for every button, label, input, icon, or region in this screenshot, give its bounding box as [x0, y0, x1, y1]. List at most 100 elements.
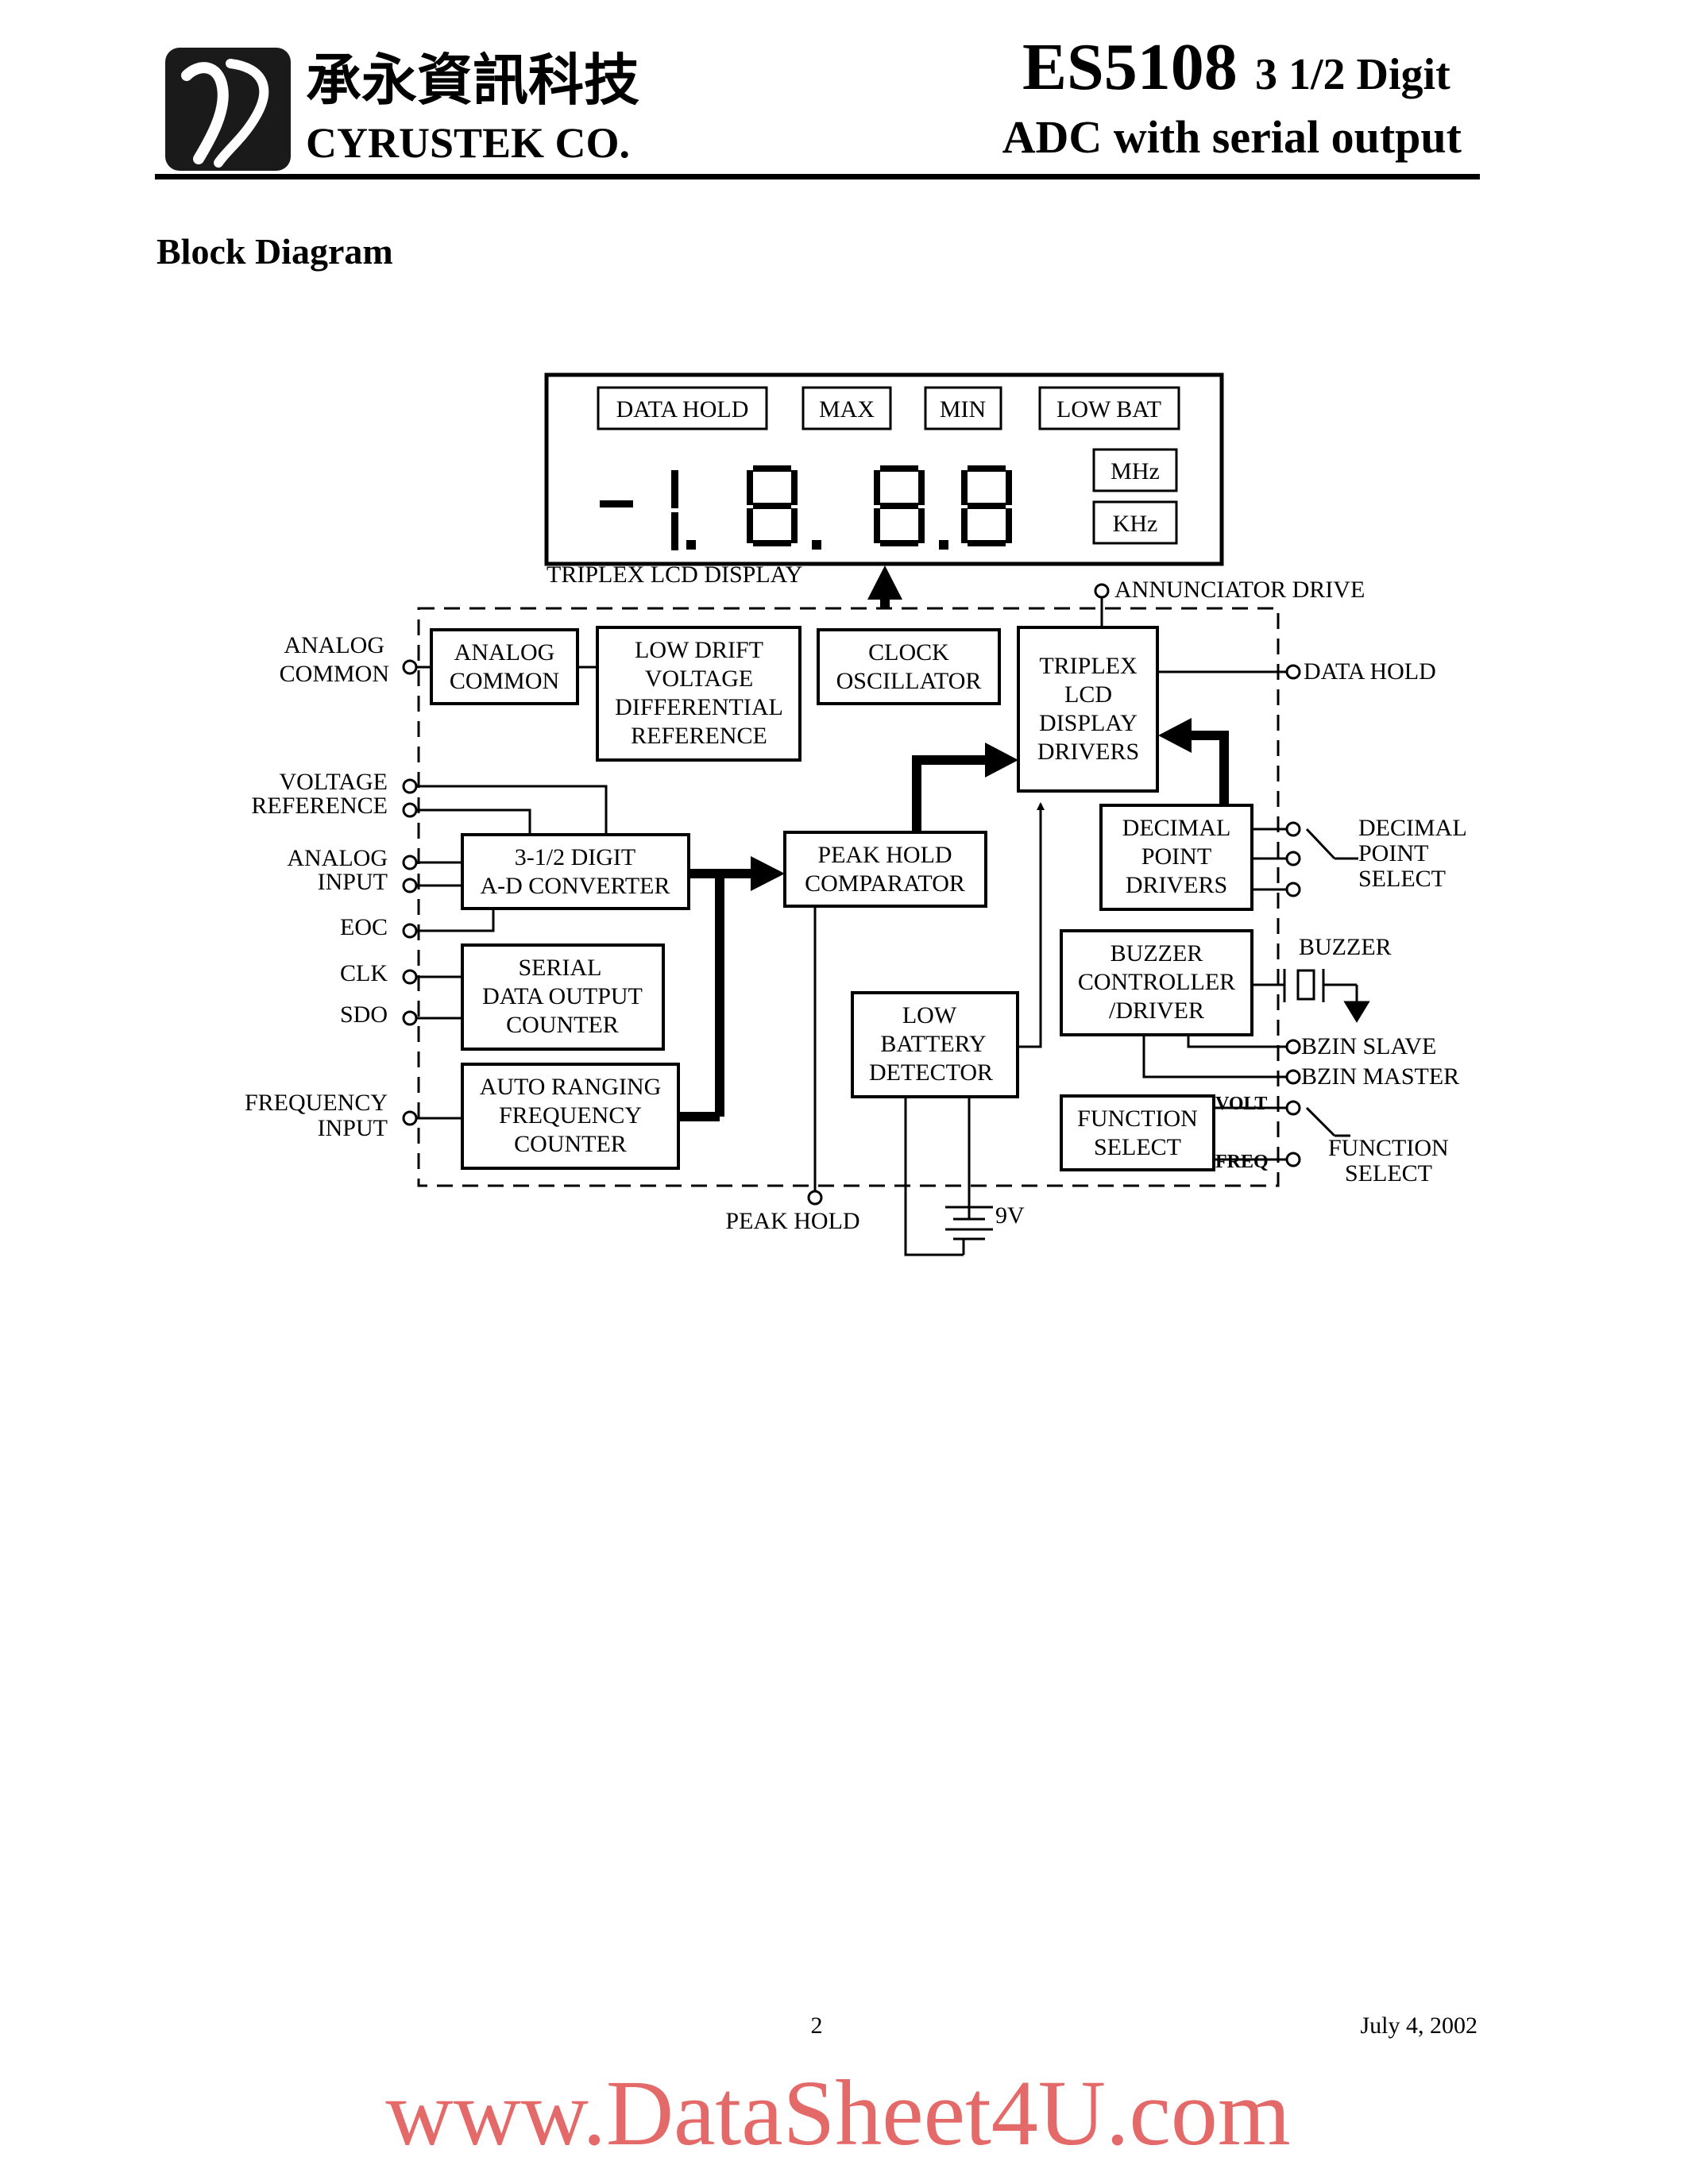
block-low-battery-line-2: BATTERY [880, 1031, 986, 1057]
pin-label-function-select-1: FUNCTION [1328, 1135, 1449, 1161]
watermark: www.DataSheet4U.com [385, 2061, 1290, 2165]
pin-label-frequency-input-1: FREQUENCY [245, 1090, 388, 1116]
pin-annunciator-drive [1094, 583, 1110, 599]
block-auto-ranging-line-3: COUNTER [514, 1131, 627, 1157]
block-auto-ranging-line-2: FREQUENCY [499, 1102, 642, 1129]
lcd-annunciator-mhz [1092, 448, 1178, 492]
block-peak-hold-line-1: PEAK HOLD [817, 842, 952, 868]
pin-label-freq: FREQ [1215, 1152, 1269, 1172]
pin-label-decimal-2: POINT [1358, 840, 1428, 866]
lcd-caption: TRIPLEX LCD DISPLAY [547, 561, 802, 588]
page-number: 2 [811, 2012, 823, 2039]
pin-label-voltage-reference-1: VOLTAGE [280, 769, 388, 795]
lcd-annunciator-low-bat [1038, 386, 1180, 430]
block-low-battery-line-3: DETECTOR [869, 1059, 993, 1086]
block-function-select-line-1: FUNCTION [1077, 1106, 1198, 1132]
pin-label-bzin-master: BZIN MASTER [1301, 1063, 1459, 1090]
block-serial-line-1: SERIAL [519, 955, 602, 981]
block-low-battery-line-1: LOW [902, 1002, 957, 1028]
pin-label-annunciator-drive: ANNUNCIATOR DRIVE [1114, 577, 1365, 603]
block-peak-hold-line-2: COMPARATOR [805, 870, 965, 897]
block-analog-common-line-1: ANALOG [454, 639, 555, 666]
lcd-annunciator-khz [1092, 500, 1178, 545]
part-number: ES5108 [1022, 30, 1238, 104]
pin-label-decimal-1: DECIMAL [1358, 815, 1467, 841]
pin-sdo [402, 1010, 418, 1026]
pin-analog-common [402, 659, 418, 675]
block-decimal-line-1: DECIMAL [1122, 815, 1231, 841]
pin-clk [402, 969, 418, 985]
signal-wires [410, 591, 1287, 1256]
pin-freq [1285, 1152, 1301, 1167]
pin-label-buzzer: BUZZER [1299, 934, 1392, 960]
battery-label: 9V [995, 1202, 1025, 1229]
pin-label-analog-common-1: ANALOG [284, 632, 384, 658]
pin-voltage-reference-1 [402, 778, 418, 794]
pin-label-bzin-slave: BZIN SLAVE [1301, 1033, 1436, 1059]
company-english-name: CYRUSTEK CO. [306, 119, 630, 167]
block-peak-hold-comparator [783, 831, 987, 908]
lcd-label-mhz: MHz [1111, 458, 1160, 484]
function-select-switch-icon [1305, 1106, 1350, 1137]
chip-boundary [417, 607, 1280, 1187]
pin-eoc [402, 923, 418, 939]
block-decimal-line-2: POINT [1141, 843, 1211, 870]
pin-label-sdo: SDO [340, 1001, 388, 1028]
pin-label-analog-input-2: INPUT [318, 869, 388, 895]
block-low-battery-detector [851, 991, 1019, 1098]
pin-analog-input-1 [402, 855, 418, 870]
lcd-label-low-bat: LOW BAT [1056, 396, 1161, 423]
pin-terminals [402, 583, 1301, 1206]
lcd-display-frame [544, 372, 1224, 566]
document-subtitle: ADC with serial output [1002, 111, 1462, 163]
lcd-annunciator-min [924, 386, 1002, 430]
pin-label-volt: VOLT [1215, 1094, 1267, 1114]
bus-arrowheads [751, 565, 1192, 891]
section-title: Block Diagram [156, 231, 393, 272]
block-buzzer-line-2: CONTROLLER [1078, 969, 1235, 995]
pin-data-hold [1285, 664, 1301, 680]
block-clock-oscillator [817, 628, 1001, 705]
block-triplex-line-1: TRIPLEX [1039, 653, 1138, 679]
block-triplex-line-3: DISPLAY [1039, 710, 1138, 736]
pin-label-peak-hold: PEAK HOLD [725, 1208, 859, 1234]
pin-label-frequency-input-2: INPUT [318, 1115, 388, 1141]
lcd-label-data-hold: DATA HOLD [616, 396, 749, 423]
lcd-label-khz: KHz [1113, 511, 1158, 537]
block-function-select [1060, 1094, 1215, 1171]
block-low-drift-reference [596, 626, 802, 762]
block-adc-line-2: A-D CONVERTER [480, 873, 670, 899]
pin-label-function-select-2: SELECT [1345, 1160, 1432, 1187]
block-analog-common-line-2: COMMON [450, 668, 559, 694]
block-low-drift-line-4: REFERENCE [631, 723, 767, 749]
block-buzzer-line-1: BUZZER [1111, 940, 1203, 967]
block-diagram [402, 372, 1370, 1256]
block-serial-data-counter [461, 943, 665, 1051]
lcd-label-max: MAX [819, 396, 875, 423]
company-chinese-name: 承永資訊科技 [306, 50, 639, 112]
pin-decimal-2 [1285, 851, 1301, 866]
pin-label-decimal-3: SELECT [1358, 866, 1446, 892]
pin-decimal-1 [1285, 821, 1301, 837]
block-auto-ranging-line-1: AUTO RANGING [480, 1074, 662, 1100]
header-rule [155, 174, 1480, 179]
title-suffix: 3 1/2 Digit [1255, 50, 1450, 99]
block-serial-line-2: DATA OUTPUT [482, 983, 643, 1009]
pin-analog-input-2 [402, 878, 418, 893]
pin-label-voltage-reference-2: REFERENCE [251, 793, 388, 819]
pin-label-clk: CLK [340, 960, 388, 986]
block-low-drift-line-2: VOLTAGE [645, 666, 753, 692]
buzzer-icon [1283, 969, 1370, 1023]
pin-label-analog-input-1: ANALOG [287, 845, 388, 871]
block-adc-line-1: 3-1/2 DIGIT [515, 844, 635, 870]
document-date: July 4, 2002 [1360, 2012, 1477, 2039]
block-clock-line-1: CLOCK [868, 639, 949, 666]
block-function-select-line-2: SELECT [1094, 1134, 1181, 1160]
block-low-drift-line-1: LOW DRIFT [635, 637, 763, 663]
lcd-annunciator-data-hold [597, 386, 768, 430]
block-clock-line-2: OSCILLATOR [836, 668, 982, 694]
diagram-labels: DATA HOLD MAX MIN LOW BAT MHz KHz TRIPLE… [245, 396, 1467, 1234]
pin-label-eoc: EOC [340, 914, 388, 940]
